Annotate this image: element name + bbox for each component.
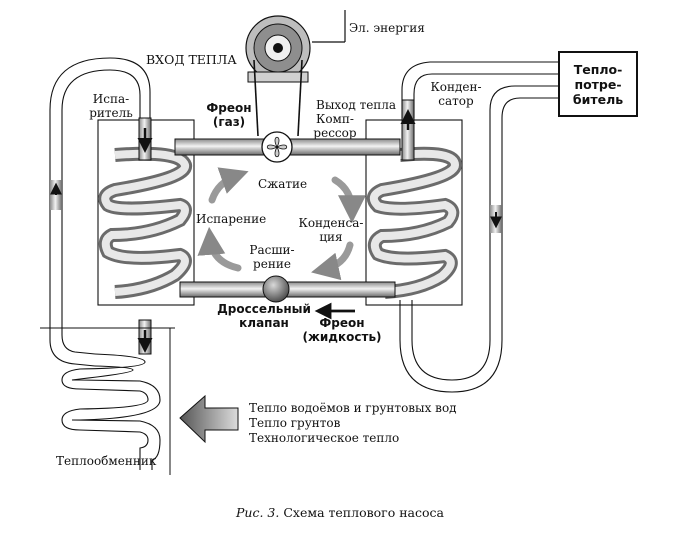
heat-exchanger-coil [61, 353, 161, 470]
condenser-label-line-2: сатор [438, 94, 474, 108]
heat-source-industrial: Технологическое тепло [249, 431, 400, 445]
left-loop-pipe [49, 57, 151, 367]
power-label: Эл. энергия [349, 21, 425, 35]
freon-gas-label-line-1: Фреон [206, 101, 252, 115]
heat-source-ground: Тепло грунтов [249, 416, 341, 430]
expansion-label: Расши- рение [244, 243, 300, 271]
throttle-valve-label: Дроссельный клапан [214, 302, 314, 330]
condensation-label-line-1: Конденса- [298, 216, 364, 230]
right-loop-pipe [399, 61, 558, 393]
freon-liquid-label-line-1: Фреон [319, 316, 365, 330]
heat-exchanger-label: Теплообменник [56, 454, 157, 468]
heat-source-water: Тепло водоёмов и грунтовых вод [249, 401, 457, 415]
freon-gas-label-line-2: (газ) [212, 115, 246, 129]
consumer-label-line-1: Тепло- [573, 61, 623, 77]
freon-liquid-label: Фреон (жидкость) [300, 316, 384, 344]
caption-prefix: Рис. 3. [236, 505, 280, 520]
cycle-arrows [197, 167, 366, 281]
evaporation-label: Испарение [196, 212, 267, 226]
drive-belt [253, 59, 303, 137]
cycle-arrow-bottom-left-icon [197, 226, 242, 272]
consumer-label-line-2: потре- [574, 76, 622, 92]
expansion-label-line-2: рение [253, 257, 291, 271]
heat-in-label: ВХОД ТЕПЛА [146, 52, 237, 67]
motor-icon [245, 15, 311, 83]
cycle-arrow-top-left-icon [208, 167, 249, 204]
condensation-label-line-2: ция [319, 230, 343, 244]
evaporator-label-line-2: ритель [89, 106, 133, 120]
heat-source-arrow-icon [179, 394, 239, 444]
throttle-valve-label-line-1: Дроссельный [217, 302, 311, 316]
evaporator-label-line-1: Испа- [92, 92, 130, 106]
throttle-valve-label-line-2: клапан [239, 316, 289, 330]
freon-liquid-label-line-2: (жидкость) [302, 330, 382, 344]
compressor-label: Комп- рессор [300, 112, 370, 140]
compressor-label-line-1: Комп- [316, 112, 354, 126]
figure-caption: Рис. 3. Схема теплового насоса [0, 505, 680, 520]
heat-sources-list: Тепло водоёмов и грунтовых вод Тепло гру… [249, 401, 457, 446]
condenser-label-line-1: Конден- [430, 80, 482, 94]
compression-label: Сжатие [258, 177, 308, 191]
cycle-arrow-top-right-icon [331, 176, 366, 224]
consumer-label-line-3: битель [572, 91, 624, 107]
compressor-icon [261, 131, 293, 163]
condensation-label: Конденса- ция [296, 216, 366, 244]
caption-text: Схема теплового насоса [279, 505, 444, 520]
cycle-arrow-bottom-right-icon [311, 241, 354, 281]
compressor-label-line-2: рессор [313, 126, 357, 140]
evaporator-label: Испа- ритель [85, 92, 137, 120]
condenser-label: Конден- сатор [424, 80, 488, 108]
freon-gas-label: Фреон (газ) [201, 101, 257, 129]
heat-out-label: Выход тепла [316, 98, 397, 112]
condenser-coil [366, 146, 463, 299]
expansion-label-line-1: Расши- [249, 243, 295, 257]
heat-consumer-box: Тепло- потре- битель [558, 51, 638, 117]
throttle-valve-icon [262, 275, 290, 303]
evaporator-coil [98, 146, 192, 299]
